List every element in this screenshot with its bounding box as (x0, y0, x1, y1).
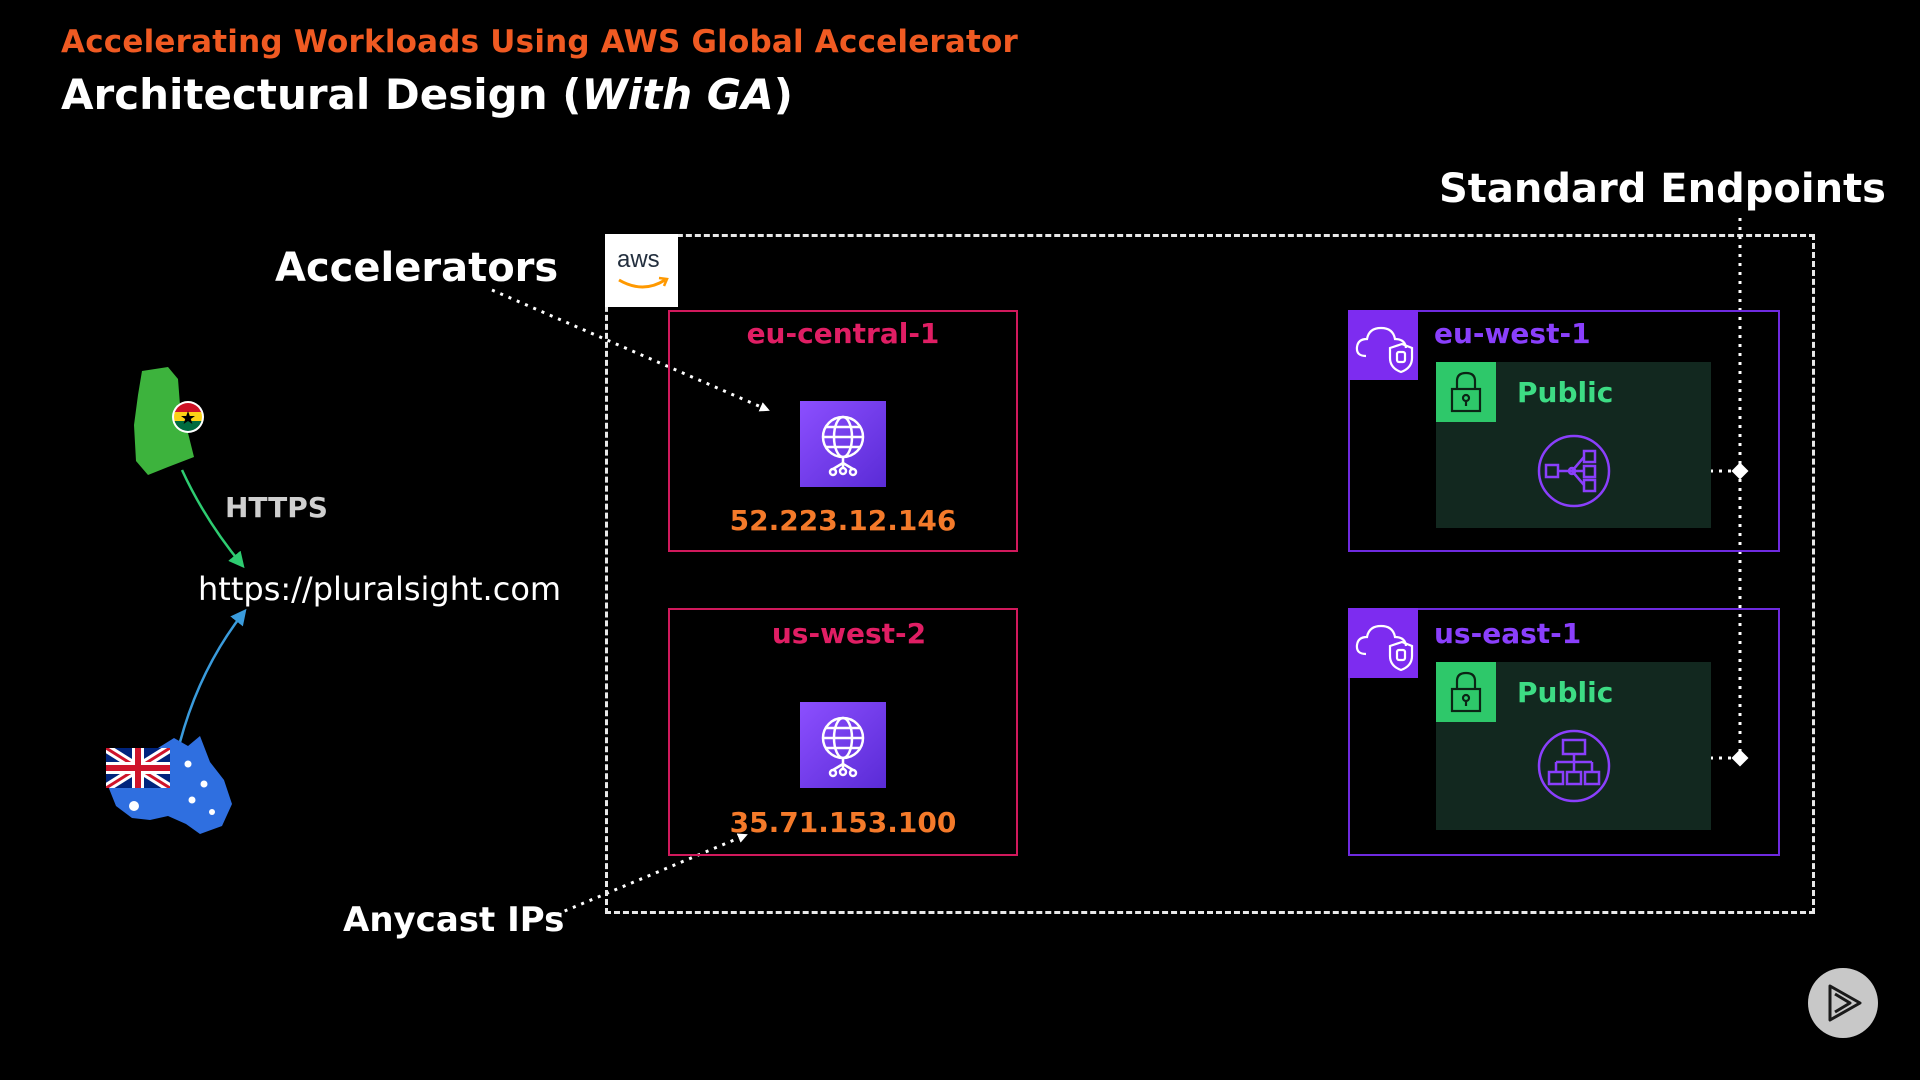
southern-cross-stars (129, 760, 215, 815)
region-name: eu-central-1 (746, 317, 940, 350)
aws-smile-icon (618, 276, 669, 289)
anycast-ip: 52.223.12.146 (729, 504, 957, 537)
region-us-west-2 (668, 608, 1018, 856)
application-load-balancer-icon (1537, 729, 1611, 803)
australia-map-icon (106, 736, 232, 834)
anycast-ips-label: Anycast IPs (343, 900, 565, 940)
standard-endpoints-label: Standard Endpoints (1439, 166, 1886, 212)
title-end: ) (773, 70, 793, 119)
global-accelerator-icon (800, 401, 886, 487)
australia-https-arrow (178, 608, 247, 743)
lock-icon (1436, 362, 1496, 422)
vpc-cloud-icon (1348, 608, 1418, 678)
subnet-name: Public (1517, 376, 1614, 409)
global-accelerator-icon (800, 702, 886, 788)
accelerators-label: Accelerators (275, 245, 559, 291)
ghana-flag-icon (174, 403, 202, 431)
diamond-us (1731, 749, 1749, 767)
url-label: https://pluralsight.com (198, 570, 562, 608)
region-name: us-west-2 (771, 617, 927, 650)
vpc-eu-west-1 (1348, 310, 1780, 552)
union-jack-icon (106, 748, 170, 788)
aws-logo-text: aws (617, 246, 660, 273)
play-icon (1828, 984, 1862, 1022)
ghana-map-icon (134, 367, 204, 475)
aws-logo: aws (605, 234, 678, 307)
title-main: Architectural Design ( (61, 70, 582, 119)
https-label: HTTPS (225, 491, 328, 524)
region-name: eu-west-1 (1434, 317, 1591, 350)
vpc-cloud-icon (1348, 310, 1418, 380)
anycast-ip: 35.71.153.100 (729, 806, 957, 839)
subnet-name: Public (1517, 676, 1614, 709)
ghana-https-arrow (180, 469, 245, 569)
title-italic: With GA (581, 70, 774, 119)
region-name: us-east-1 (1434, 617, 1582, 650)
region-eu-central-1 (668, 310, 1018, 552)
slide-subtitle: Accelerating Workloads Using AWS Global … (61, 24, 1019, 60)
vpc-us-east-1 (1348, 608, 1780, 856)
slide-title: Architectural Design (With GA) (61, 70, 793, 119)
play-button[interactable] (1808, 968, 1878, 1038)
aws-cloud-boundary (605, 234, 1815, 914)
network-load-balancer-icon (1537, 434, 1611, 508)
lock-icon (1436, 662, 1496, 722)
